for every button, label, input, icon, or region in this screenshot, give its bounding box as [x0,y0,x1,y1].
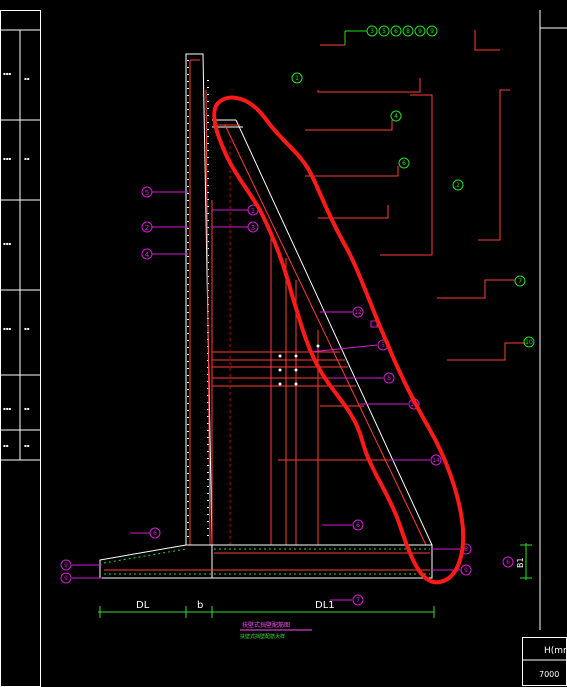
svg-text:3: 3 [370,28,374,35]
svg-text:8: 8 [387,375,391,382]
left-strip-texts: ▪▪▪▪▪ ▪▪▪▪▪ ▪▪▪ ▪▪▪▪▪ ▪▪▪▪▪ ▪▪▪▪ [3,71,30,448]
callout-bubble [141,221,153,233]
callout-label: 3 [251,224,255,232]
svg-text:▪▪: ▪▪ [24,76,30,81]
base-left-callouts [60,527,161,584]
drawing-caption-title: 扶壁式挡壁配筋图 [242,621,290,629]
base-slab [99,544,433,579]
svg-text:▪▪▪: ▪▪▪ [3,326,11,331]
svg-text:5: 5 [381,342,385,349]
dim-b: b [197,600,203,611]
svg-text:▪▪▪: ▪▪▪ [3,156,11,161]
title-block [522,10,567,686]
svg-text:9: 9 [64,562,68,569]
svg-text:10: 10 [525,339,533,346]
svg-text:9: 9 [418,28,422,35]
svg-text:7: 7 [518,278,522,285]
rib-dots [278,344,320,386]
svg-text:12: 12 [354,309,362,316]
left-callouts [152,191,188,255]
svg-text:8: 8 [464,546,468,553]
callout-label: 1 [251,207,255,215]
svg-text:7: 7 [356,597,360,604]
svg-text:9: 9 [464,567,468,574]
base-left-callout-labels: 6 9 9 [64,530,157,582]
svg-text:6: 6 [153,530,157,537]
svg-text:14: 14 [432,457,440,464]
svg-text:9: 9 [430,28,434,35]
svg-text:▪▪▪: ▪▪▪ [3,71,11,76]
svg-text:▪▪: ▪▪ [24,443,30,448]
svg-text:▪▪: ▪▪ [24,156,30,161]
svg-text:▪▪▪: ▪▪▪ [3,241,11,246]
detail-top-bubbles [320,25,438,46]
base-rebar [103,548,430,575]
detail-right-bubbles [291,72,535,348]
dim-dl: DL [136,600,150,611]
detail-top-bubble-labels: 3 5 6 8 9 9 [370,28,434,35]
svg-text:6: 6 [356,522,360,529]
callout-label: 2 [145,224,149,232]
mid-callouts: 1 3 [212,204,259,233]
svg-text:1: 1 [295,75,299,82]
dim-b1: B1 [516,557,525,568]
base-callout-labels: 8 9 7 6 [356,546,510,604]
title-block-header: H(mm) [544,646,567,656]
drawing-caption-subtitle: 扶壁式挡壁配筋大样 [240,633,285,640]
svg-text:6: 6 [394,28,398,35]
title-block-value: 7000 [539,670,559,679]
svg-text:5: 5 [382,28,386,35]
svg-text:6: 6 [402,160,406,167]
svg-text:4: 4 [394,113,398,120]
callout-label: 4 [145,251,150,259]
detail-sketches [305,30,525,361]
dim-dl1: DL1 [315,600,335,611]
callout-bubble [141,186,153,198]
highlight-loop [212,95,466,585]
detail-right-bubble-labels: 1 4 6 2 7 10 [295,75,533,346]
svg-text:2: 2 [456,182,460,189]
svg-text:▪▪: ▪▪ [24,406,30,411]
rib-callout-labels: 12 5 8 13 14 6 [354,309,440,529]
svg-text:▪▪▪: ▪▪▪ [3,406,11,411]
stem-rebar [189,59,211,546]
callout-label: 5 [145,189,149,197]
left-title-strip [0,10,41,687]
svg-text:6: 6 [506,559,510,566]
svg-text:8: 8 [406,28,410,35]
dimension-lines [98,543,532,618]
callout-bubble [141,248,153,260]
svg-text:▪▪: ▪▪ [24,326,30,331]
svg-text:9: 9 [64,575,68,582]
left-callout-bubbles: 5 2 4 [141,186,153,260]
svg-text:▪▪: ▪▪ [3,443,9,448]
